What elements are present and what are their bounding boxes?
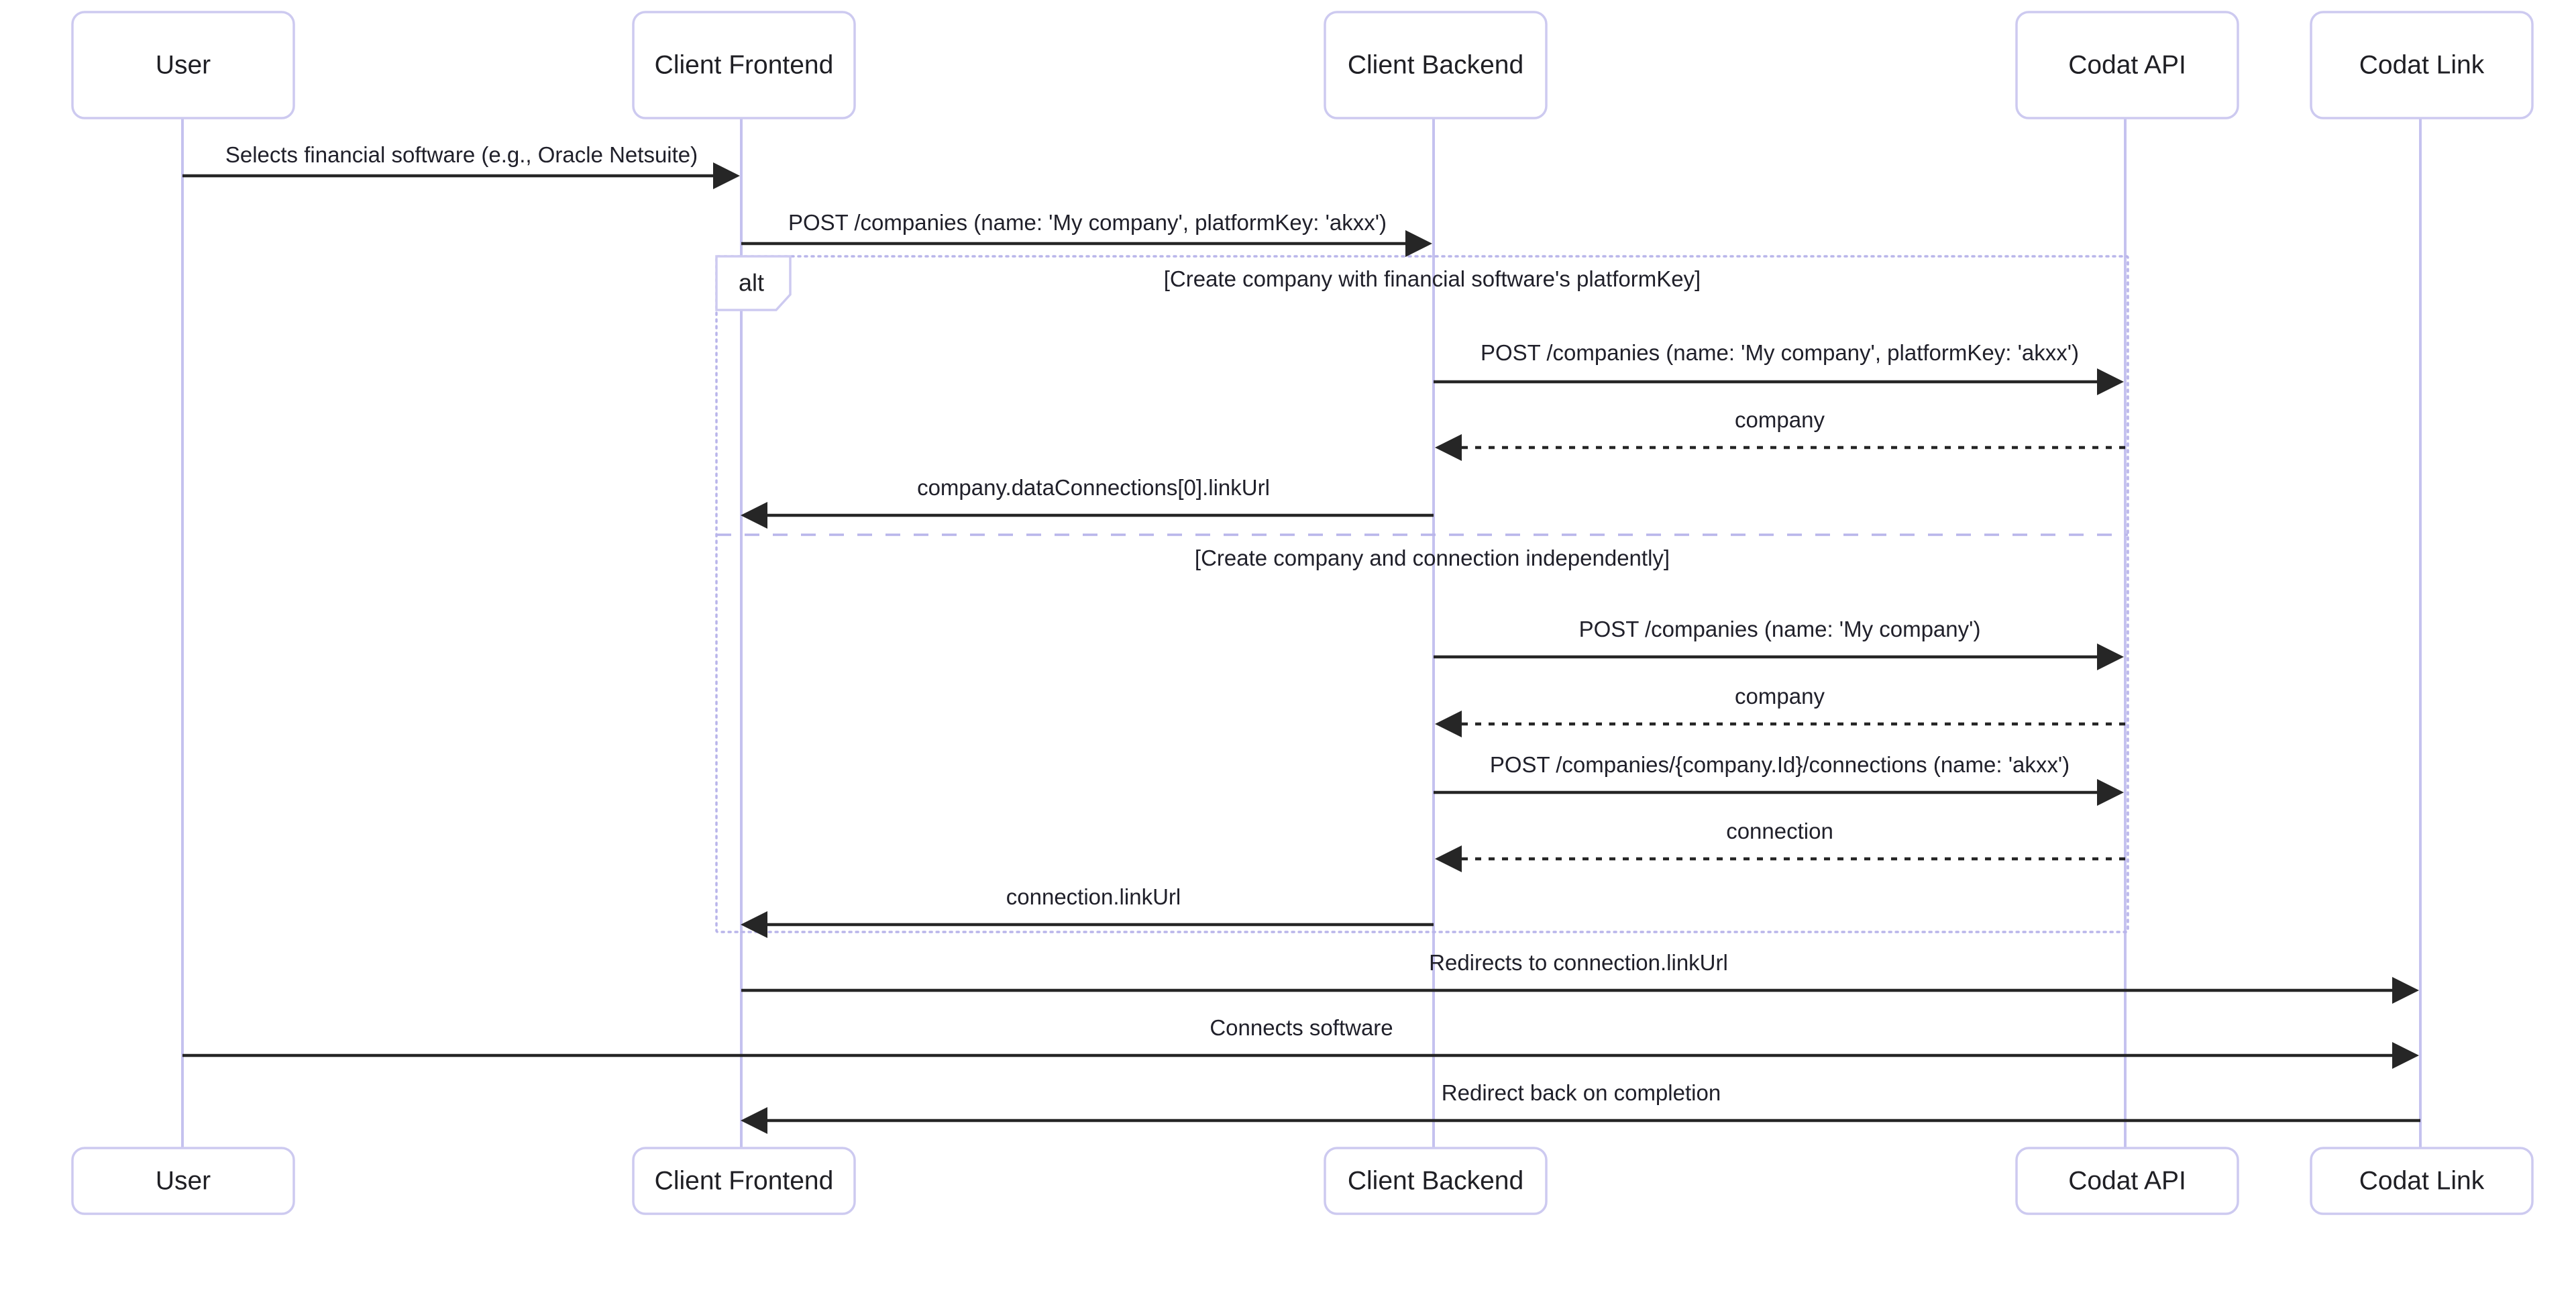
participant-top-user-label: User — [156, 50, 211, 79]
participant-bottom-backend-label: Client Backend — [1348, 1166, 1523, 1195]
message-m3: POST /companies (name: 'My company', pla… — [1434, 340, 2124, 395]
message-m8-arrowhead — [2097, 779, 2124, 806]
participant-bottom-user-box[interactable] — [71, 1147, 295, 1215]
message-m4: company — [1435, 407, 2125, 461]
message-m6-label: POST /companies (name: 'My company') — [1579, 617, 1981, 641]
participant-top-link-box[interactable] — [2310, 11, 2534, 119]
message-m6: POST /companies (name: 'My company') — [1434, 617, 2124, 670]
message-m6-arrowhead — [2097, 643, 2124, 670]
message-m9: connection — [1435, 819, 2125, 872]
message-m7: company — [1435, 684, 2125, 737]
message-m13: Redirect back on completion — [741, 1080, 2420, 1134]
participant-top-api-box[interactable] — [2015, 11, 2239, 119]
participant-bottom-frontend-box[interactable] — [632, 1147, 856, 1215]
participant-top-user-box[interactable] — [71, 11, 295, 119]
participant-top-frontend-label: Client Frontend — [655, 50, 834, 79]
participant-boxes-bottom: User Client Frontend Client Backend Coda… — [71, 1147, 2534, 1215]
alt-fragment-border — [715, 255, 2129, 933]
participant-top-backend-label: Client Backend — [1348, 50, 1523, 79]
alt-fragment: alt [Create company with financial softw… — [715, 255, 2129, 933]
message-m5-arrowhead — [741, 502, 767, 529]
message-m4-label: company — [1735, 407, 1825, 432]
message-m12: Connects software — [182, 1015, 2419, 1069]
message-m11: Redirects to connection.linkUrl — [741, 950, 2419, 1004]
message-m1: Selects financial software (e.g., Oracle… — [182, 142, 740, 189]
message-m2: POST /companies (name: 'My company', pla… — [741, 210, 1432, 257]
participant-bottom-api[interactable]: Codat API — [2015, 1147, 2239, 1215]
message-m3-label: POST /companies (name: 'My company', pla… — [1481, 340, 2079, 365]
participant-top-link-label: Codat Link — [2359, 50, 2485, 79]
participant-bottom-api-box[interactable] — [2015, 1147, 2239, 1215]
participant-top-frontend-box[interactable] — [632, 11, 856, 119]
message-m2-arrowhead — [1405, 230, 1432, 257]
message-m5: company.dataConnections[0].linkUrl — [741, 475, 1434, 529]
alt-branch-1-condition: [Create company with financial software'… — [1164, 266, 1701, 291]
participant-bottom-backend[interactable]: Client Backend — [1324, 1147, 1548, 1215]
alt-tab-shape — [715, 255, 792, 311]
message-m5-label: company.dataConnections[0].linkUrl — [917, 475, 1270, 500]
message-m12-arrowhead — [2392, 1042, 2419, 1069]
message-m8: POST /companies/{company.Id}/connections… — [1434, 752, 2124, 806]
participant-top-api-label: Codat API — [2068, 50, 2186, 79]
message-m1-label: Selects financial software (e.g., Oracle… — [225, 142, 698, 167]
message-m13-arrowhead — [741, 1107, 767, 1134]
message-m7-label: company — [1735, 684, 1825, 709]
message-m9-label: connection — [1726, 819, 1833, 843]
message-m9-arrowhead — [1435, 845, 1462, 872]
message-m2-label: POST /companies (name: 'My company', pla… — [788, 210, 1387, 235]
participant-bottom-user-label: User — [156, 1166, 211, 1195]
participant-bottom-frontend[interactable]: Client Frontend — [632, 1147, 856, 1215]
alt-branch-2-condition: [Create company and connection independe… — [1195, 545, 1670, 570]
participant-top-backend[interactable]: Client Backend — [1324, 11, 1548, 119]
message-m1-arrowhead — [713, 162, 740, 189]
message-m11-arrowhead — [2392, 977, 2419, 1004]
message-m10-arrowhead — [741, 911, 767, 938]
message-m10: connection.linkUrl — [741, 884, 1434, 938]
participant-bottom-link-box[interactable] — [2310, 1147, 2534, 1215]
message-m10-label: connection.linkUrl — [1006, 884, 1181, 909]
message-m13-label: Redirect back on completion — [1442, 1080, 1721, 1105]
message-m11-label: Redirects to connection.linkUrl — [1429, 950, 1728, 975]
participant-bottom-link[interactable]: Codat Link — [2310, 1147, 2534, 1215]
participant-bottom-backend-box[interactable] — [1324, 1147, 1548, 1215]
participant-bottom-user[interactable]: User — [71, 1147, 295, 1215]
participant-top-frontend[interactable]: Client Frontend — [632, 11, 856, 119]
message-m8-label: POST /companies/{company.Id}/connections… — [1490, 752, 2070, 777]
participant-top-user[interactable]: User — [71, 11, 295, 119]
participant-top-api[interactable]: Codat API — [2015, 11, 2239, 119]
message-m12-label: Connects software — [1210, 1015, 1393, 1040]
message-m3-arrowhead — [2097, 368, 2124, 395]
participant-top-backend-box[interactable] — [1324, 11, 1548, 119]
participant-bottom-link-label: Codat Link — [2359, 1166, 2485, 1195]
participant-boxes-top: User Client Frontend Client Backend Coda… — [71, 11, 2534, 119]
alt-tab-label: alt — [739, 269, 764, 297]
message-m7-arrowhead — [1435, 711, 1462, 737]
participant-top-link[interactable]: Codat Link — [2310, 11, 2534, 119]
participant-bottom-frontend-label: Client Frontend — [655, 1166, 834, 1195]
message-m4-arrowhead — [1435, 434, 1462, 461]
participant-bottom-api-label: Codat API — [2068, 1166, 2186, 1195]
